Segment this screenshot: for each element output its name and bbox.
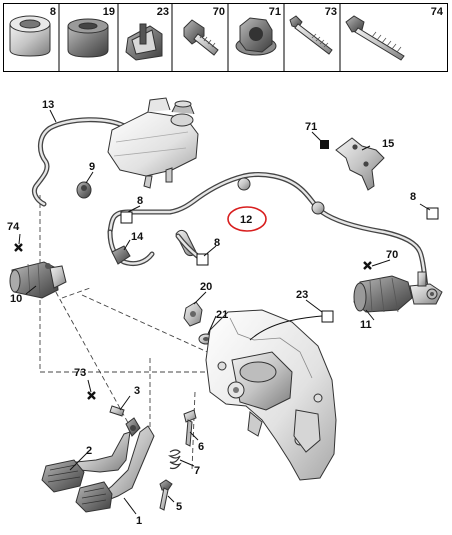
clutch-pedal — [75, 417, 155, 513]
callout-9: 9 — [89, 161, 95, 173]
callout-21: 21 — [216, 309, 228, 321]
callout-6: 6 — [198, 441, 204, 453]
parts-legend: 8 19 23 70 71 73 74 — [3, 3, 448, 72]
bolt-5 — [159, 479, 173, 511]
callout-11: 11 — [360, 319, 372, 331]
long-bolt-icon — [289, 15, 333, 55]
legend-number-19: 19 — [103, 6, 115, 18]
screw-icon — [345, 15, 405, 61]
callout-2: 2 — [86, 445, 92, 457]
reservoir-assembly — [31, 97, 199, 207]
callout-8-left: 8 — [137, 195, 143, 207]
leader-lines — [18, 109, 431, 515]
legend-number-74: 74 — [431, 6, 444, 18]
slave-cylinder — [353, 271, 443, 313]
assembly-guide-lines — [39, 195, 226, 471]
hydraulic-pipe — [107, 172, 429, 289]
flange-nut-icon — [235, 17, 277, 56]
callout-15: 15 — [382, 138, 394, 150]
brake-pedal — [41, 431, 131, 493]
legend-number-71: 71 — [269, 6, 281, 18]
cross-marker-73 — [87, 391, 96, 400]
callout-8-mid: 8 — [214, 237, 220, 249]
callout-20: 20 — [200, 281, 212, 293]
callout-13: 13 — [42, 99, 54, 111]
pin-3 — [109, 405, 125, 417]
callout-10: 10 — [10, 293, 22, 305]
pipe-bracket — [320, 137, 385, 191]
bolt-icon — [183, 19, 219, 56]
callout-23: 23 — [296, 289, 308, 301]
callout-73: 73 — [74, 367, 86, 379]
bushing-icon — [67, 18, 109, 58]
callout-7: 7 — [194, 465, 200, 477]
callout-74: 74 — [7, 221, 20, 233]
legend-number-8: 8 — [50, 6, 56, 18]
callout-14: 14 — [131, 231, 144, 243]
grommet-9 — [76, 181, 92, 199]
callout-70: 70 — [386, 249, 398, 261]
legend-number-73: 73 — [325, 6, 337, 18]
cross-marker-70 — [363, 261, 372, 270]
callout-1: 1 — [136, 515, 142, 527]
nut-marker-71 — [320, 140, 329, 149]
cross-marker-74 — [14, 243, 23, 252]
callout-3: 3 — [134, 385, 140, 397]
master-cylinder — [9, 261, 67, 299]
reference-squares — [120, 207, 439, 323]
grommet-icon — [9, 15, 51, 57]
switch-20 — [183, 301, 203, 327]
pedal-box-bracket — [205, 309, 337, 481]
callout-labels: 13 9 8 14 8 12 71 15 8 70 11 74 10 20 21… — [7, 99, 416, 527]
callout-8-right: 8 — [410, 191, 416, 203]
spring-7 — [168, 449, 182, 470]
clip-icon — [125, 23, 163, 61]
highlight-ring-12 — [227, 206, 267, 232]
spring-6 — [183, 409, 197, 447]
callout-12: 12 — [240, 214, 252, 226]
callout-71: 71 — [305, 121, 317, 133]
callout-5: 5 — [176, 501, 182, 513]
legend-number-23: 23 — [157, 6, 169, 18]
legend-number-70: 70 — [213, 6, 225, 18]
